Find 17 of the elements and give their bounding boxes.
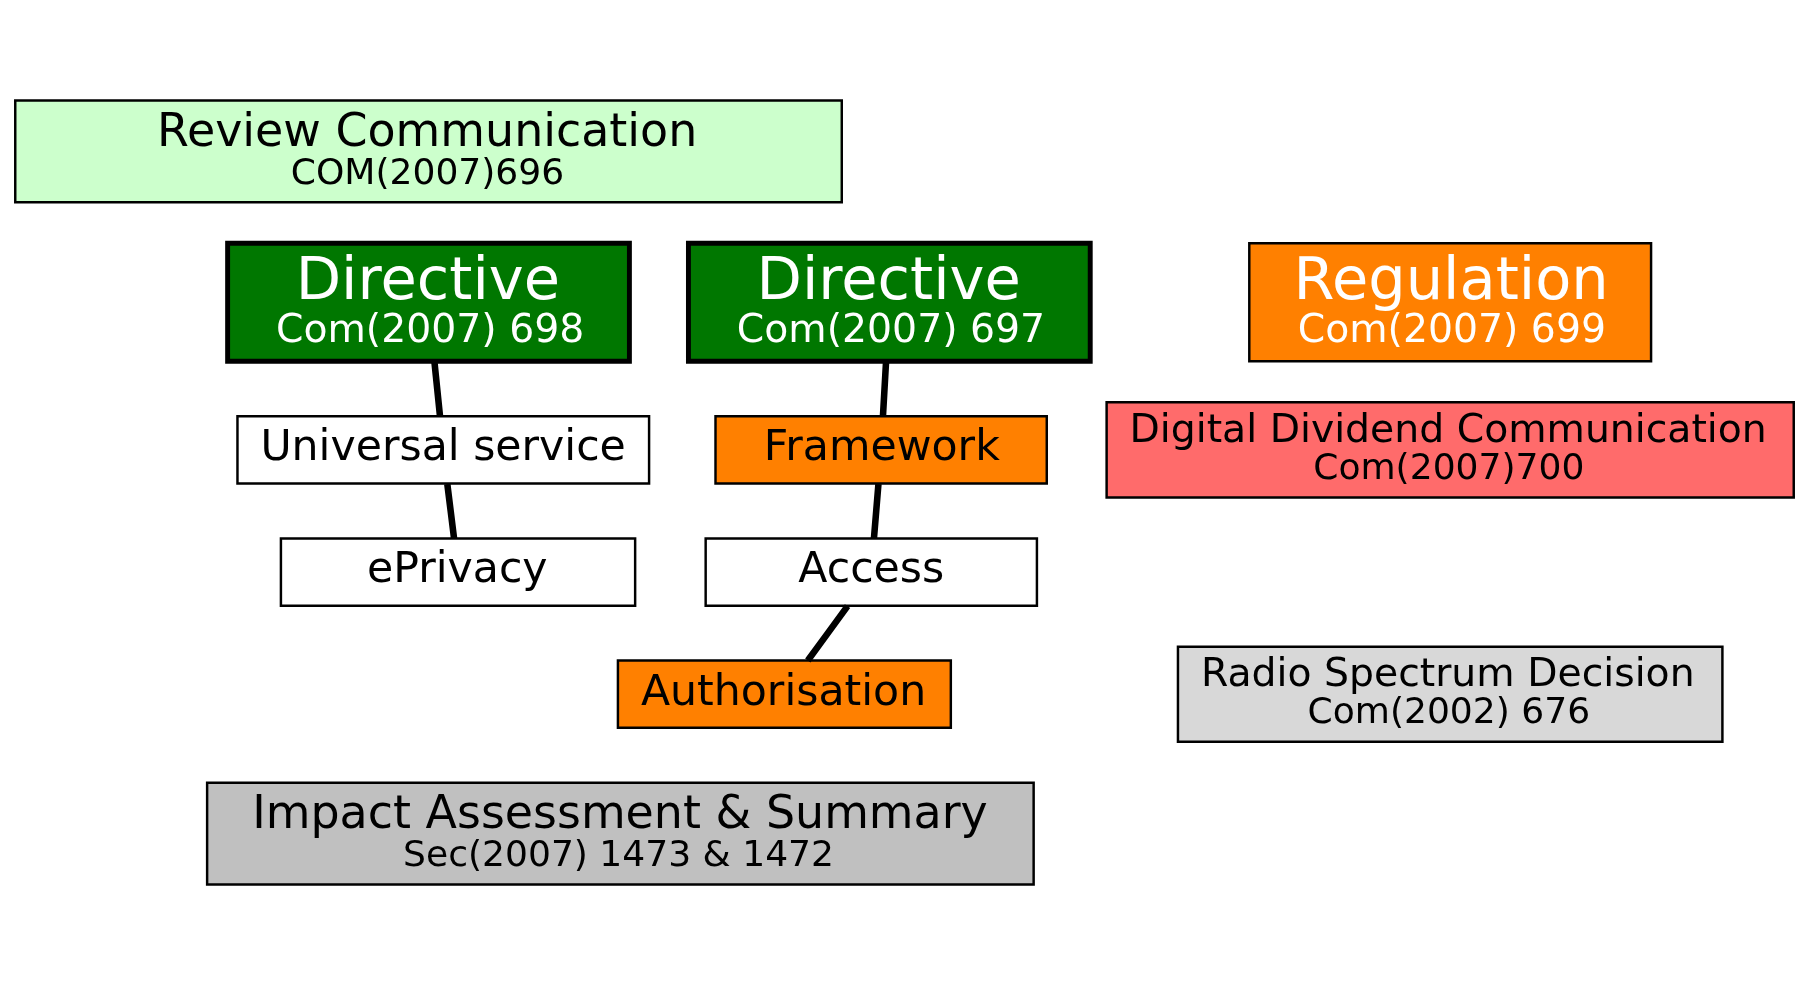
connector <box>805 603 851 662</box>
node-box: Impact Assessment & Summary Sec(2007) 1473 & 1472 <box>205 781 1035 886</box>
connector <box>431 360 444 416</box>
node-box: Regulation Com(2007) 699 <box>1248 241 1653 363</box>
node-box: Access <box>704 536 1039 607</box>
node-box: Directive Com(2007) 698 <box>225 240 632 364</box>
node-box: Authorisation <box>616 658 953 729</box>
node-box: Digital Dividend Communication Com(2007)700 <box>1105 400 1795 499</box>
node-box: Universal service <box>236 414 651 485</box>
connector <box>870 483 882 539</box>
node-box: Directive Com(2007) 697 <box>686 240 1093 364</box>
connector <box>879 360 890 416</box>
connector <box>444 483 458 539</box>
node-box: ePrivacy <box>279 536 637 607</box>
node-box: Radio Spectrum Decision Com(2002) 676 <box>1176 644 1724 743</box>
node-box: Framework <box>714 414 1048 485</box>
node-box: Review Communication COM(2007)696 <box>14 98 843 203</box>
